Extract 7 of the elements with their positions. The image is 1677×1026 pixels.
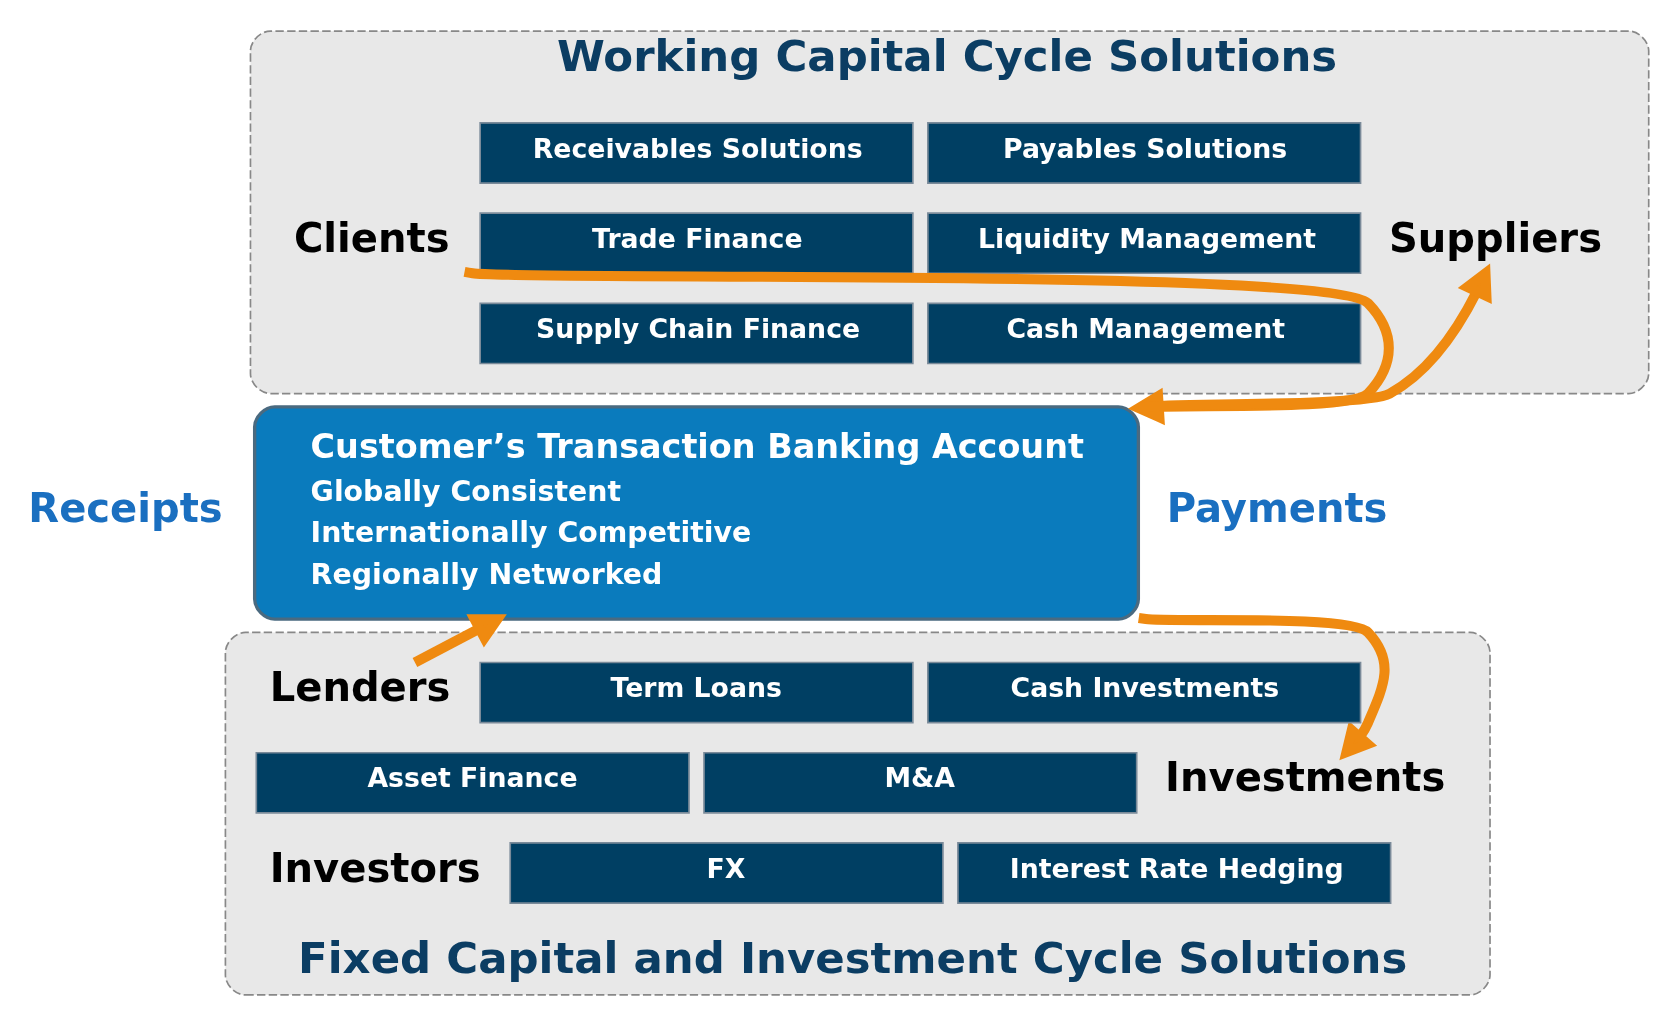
label: Payments: [1166, 484, 1388, 531]
node-text: Investors: [269, 844, 481, 891]
node-text: Investments: [1165, 754, 1446, 801]
node-text: Suppliers: [1388, 214, 1603, 261]
node-text: Lenders: [269, 664, 451, 711]
label: Receipts: [28, 484, 223, 531]
node-text: Clients: [293, 214, 450, 261]
